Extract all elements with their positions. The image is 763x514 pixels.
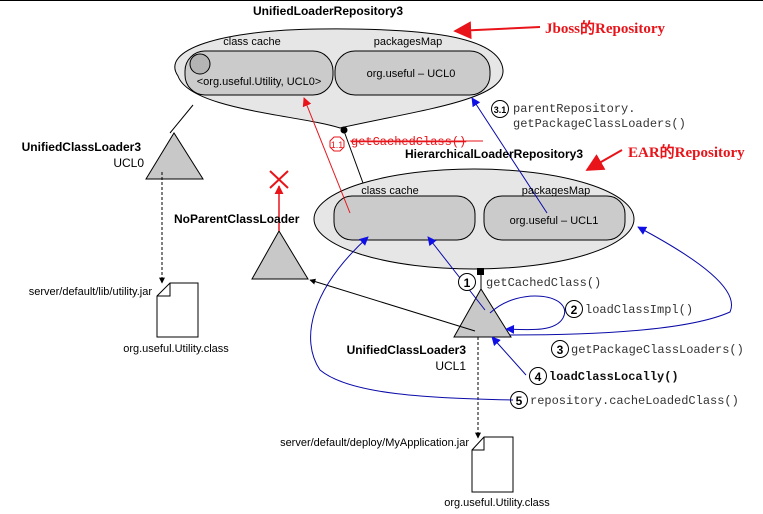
step-1-number: 1	[464, 276, 471, 290]
step-1-1-call: getCachedClass()	[351, 135, 466, 149]
parent-repository	[174, 28, 504, 129]
blocked-x-icon	[269, 170, 289, 189]
parent-packages-map-label: packagesMap	[374, 36, 443, 48]
step-2-number: 2	[571, 303, 578, 317]
utility-jar-path: server/default/lib/utility.jar	[29, 286, 153, 298]
ucl0-repo-link	[169, 104, 194, 134]
ucl1-loader-name: UnifiedClassLoader3	[347, 343, 467, 357]
ear-repository-annotation: EAR的Repository	[628, 143, 745, 161]
jboss-annotation-arrow	[453, 21, 541, 40]
ear-packages-map-label: packagesMap	[522, 185, 591, 197]
step-5-call: repository.cacheLoadedClass()	[530, 394, 739, 408]
step-3-arrow	[509, 226, 732, 336]
page-fold	[157, 283, 171, 297]
ear-packages-map-entry: org.useful – UCL1	[510, 215, 599, 227]
step-4-number: 4	[535, 370, 542, 384]
step-2-call: loadClassImpl()	[585, 303, 693, 317]
parent-class-cache-label: class cache	[223, 36, 280, 48]
cache-entry-icon	[189, 53, 211, 75]
step-1-1-arrow	[302, 97, 351, 214]
link-dot	[340, 126, 348, 134]
step-1-call: getCachedClass()	[486, 276, 601, 290]
ear-packages-map-box	[483, 195, 626, 241]
parent-class-cache-entry: <org.useful.Utility, UCL0>	[197, 76, 322, 88]
ear-repository-title: HierarchicalLoaderRepository3	[405, 147, 583, 161]
app-jar-path: server/default/deploy/MyApplication.jar	[280, 437, 469, 449]
step-4-badge	[529, 367, 547, 385]
ear-class-cache-box	[333, 195, 476, 241]
step-1-1-number: 1.1	[331, 140, 344, 150]
parent-repository-title: UnifiedLoaderRepository3	[253, 4, 403, 18]
ear-annotation-arrow	[585, 149, 623, 171]
ear-repository	[313, 168, 635, 270]
page-fold	[472, 437, 485, 451]
step-2-badge	[565, 300, 583, 318]
app-jar-class: org.useful.Utility.class	[444, 497, 550, 509]
step-3-badge	[551, 340, 569, 358]
noparent-loader-name: NoParentClassLoader	[174, 212, 300, 226]
step-5-number: 5	[516, 394, 523, 408]
step-4-arrow	[491, 336, 527, 376]
parent-packages-map-entry: org.useful – UCL0	[367, 68, 456, 80]
step-1-1-badge	[329, 136, 345, 152]
utility-jar-class: org.useful.Utility.class	[123, 343, 229, 355]
step-3-1-number: 3.1	[494, 105, 507, 115]
step-3-1-arrow	[471, 97, 548, 214]
ucl0-loader-triangle[interactable]	[145, 132, 204, 180]
step-3-1-call-line2: getPackageClassLoaders()	[513, 117, 686, 131]
ucl1-to-noparent-arrow	[309, 278, 476, 332]
ucl1-loader-id: UCL1	[435, 359, 466, 373]
ucl1-loader-triangle[interactable]	[453, 288, 512, 338]
link-square	[477, 268, 484, 275]
step-3-1-call-line1: parentRepository.	[513, 102, 635, 116]
parent-class-cache-box	[184, 50, 334, 96]
jboss-repository-annotation: Jboss的Repository	[545, 19, 666, 37]
step-1-badge	[458, 273, 476, 291]
utility-jar-document-icon	[156, 282, 199, 338]
ear-parent-link	[343, 130, 364, 184]
step-3-1-badge	[491, 100, 509, 118]
noparent-loader-triangle[interactable]	[251, 230, 309, 280]
parent-packages-map-box	[334, 50, 491, 96]
step-1-arrow	[427, 236, 486, 311]
step-4-call: loadClassLocally()	[549, 370, 679, 384]
step-5-arrow	[310, 236, 514, 401]
app-jar-document-icon	[471, 436, 514, 493]
ucl0-loader-name: UnifiedClassLoader3	[22, 140, 142, 154]
step-2-loop-arrow	[489, 295, 566, 334]
step-3-number: 3	[557, 343, 564, 357]
step-3-call: getPackageClassLoaders()	[571, 343, 744, 357]
ear-class-cache-label: class cache	[361, 185, 418, 197]
ucl0-loader-id: UCL0	[113, 156, 144, 170]
